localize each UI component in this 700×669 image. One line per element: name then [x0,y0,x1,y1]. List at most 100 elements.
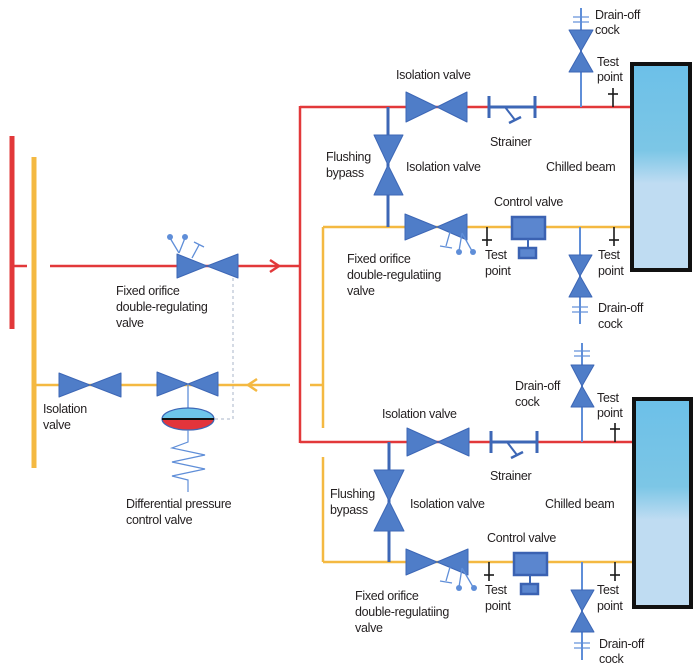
strainer-label: Strainer [490,135,532,149]
isolation-valve-flow[interactable] [405,91,468,123]
handle-stem [458,567,463,588]
test-nipple-icon [470,249,476,255]
strainer-label: Strainer [490,469,532,483]
isolation-valve-flow-label: Isolation valve [382,407,457,421]
drain-off-cock-flow[interactable] [570,343,595,442]
test-point-label: Test point [598,248,624,278]
fodrv-label: Fixed orifice double-regulatiing valve [355,589,452,635]
valve-body-top [568,29,594,52]
test-nipple-icon [471,585,477,591]
chilled-beam[interactable] [632,397,693,609]
fodrv-return[interactable] [404,213,476,255]
valve-body-bottom [373,164,404,196]
impulse-line [214,278,234,420]
strainer-cap [508,115,522,125]
control-valve[interactable] [510,215,547,260]
t-handle-icon [191,244,200,259]
test-nipple-icon [182,234,188,240]
actuator-icon [510,215,547,241]
isolation-valve-bypass-label: Isolation valve [410,497,485,511]
drain-off-cock-flow[interactable] [568,8,594,107]
valve-body-top [373,469,405,502]
test-point-label: Test point [485,583,511,613]
valve-body [517,246,538,260]
diaphragm-upper-chamber [161,407,215,420]
valve-body-left [176,253,208,279]
valve-body-bottom [570,385,595,408]
t-handle-cap [439,245,453,249]
t-handle-icon [445,566,451,582]
isolation-valve-flow[interactable] [406,427,470,457]
pipework [9,105,636,564]
strainer-pocket [506,441,518,456]
control-valve-label: Control valve [487,531,556,545]
drain-off-cock-label: Drain-off cock [598,301,646,331]
actuator-icon [512,551,549,577]
main-fodrv-label: Fixed orifice double-regulating valve [116,284,211,330]
test-nipple-icon [456,249,462,255]
main-isolation-valve[interactable] [58,372,122,398]
test-point-flow[interactable] [608,88,618,107]
test-point-label: Test point [597,583,623,613]
chilled-beam-label: Chilled beam [545,497,614,511]
valve-body-bottom [568,275,593,298]
handle-stem [458,232,463,252]
isolation-valve-bypass-label: Isolation valve [406,160,481,174]
handle-stem [178,237,186,254]
strainer[interactable] [489,431,539,460]
valve-body [519,582,540,596]
valve-body-top [570,589,595,612]
test-point-return-left[interactable] [482,227,492,246]
circuit-upper: Drain-off cock Test point Isolation valv… [326,8,692,331]
t-handle-icon [445,231,451,247]
test-point-flow[interactable] [610,423,620,442]
main-fodrv[interactable] [167,234,239,279]
control-valve-label: Control valve [494,195,563,209]
strainer[interactable] [487,96,537,125]
circuit-lower: Drain-off cock Test point Isolation valv… [330,343,693,666]
valve-body-right [436,213,468,241]
valve-body-right [437,427,470,457]
valve-body-top [570,364,595,387]
fodrv-label: Fixed orifice double-regulatiing valve [347,252,444,298]
test-point-label: Test point [597,55,623,84]
t-handle-cap [439,580,453,584]
main-isolation-valve-label: Isolation valve [43,402,90,432]
drain-off-cock-label: Drain-off cock [599,637,647,666]
valve-body-left [156,371,189,397]
valve-body-bottom [570,610,595,633]
test-nipple-icon [456,585,462,591]
valve-body-left [406,427,439,457]
fodrv-return[interactable] [405,548,477,591]
test-point-label: Test point [597,391,623,420]
test-point-return-left[interactable] [484,562,494,581]
handle-stem [461,232,473,252]
valve-body-top [373,134,404,166]
flushing-bypass[interactable] [373,107,404,227]
chilled-beam[interactable] [630,62,692,272]
chilled-beam-label: Chilled beam [546,160,615,174]
flushing-bypass-label: Flushing bypass [326,150,374,180]
drain-off-cock-label: Drain-off cock [595,8,643,37]
handle-stem [461,567,474,588]
spring-icon [169,430,206,492]
valve-body-left [404,213,438,241]
test-point-label: Test point [485,248,511,278]
valve-body-right [436,91,468,123]
test-point-return-right[interactable] [610,562,620,581]
return-direction-arrow [245,377,258,393]
flow-direction-arrow [269,258,282,274]
t-handle-cap [193,241,205,248]
valve-body-left [58,372,91,398]
valve-body-right [436,548,469,576]
valve-body-left [405,91,438,123]
differential-pressure-control-valve[interactable] [156,278,234,492]
isolation-valve-flow-label: Isolation valve [396,68,471,82]
valve-body-right [89,372,122,398]
drain-off-cock-return[interactable] [568,227,593,324]
test-point-return-right[interactable] [609,227,619,246]
control-valve[interactable] [512,551,549,596]
drain-off-cock-return[interactable] [570,562,595,660]
flushing-bypass[interactable] [373,442,405,562]
